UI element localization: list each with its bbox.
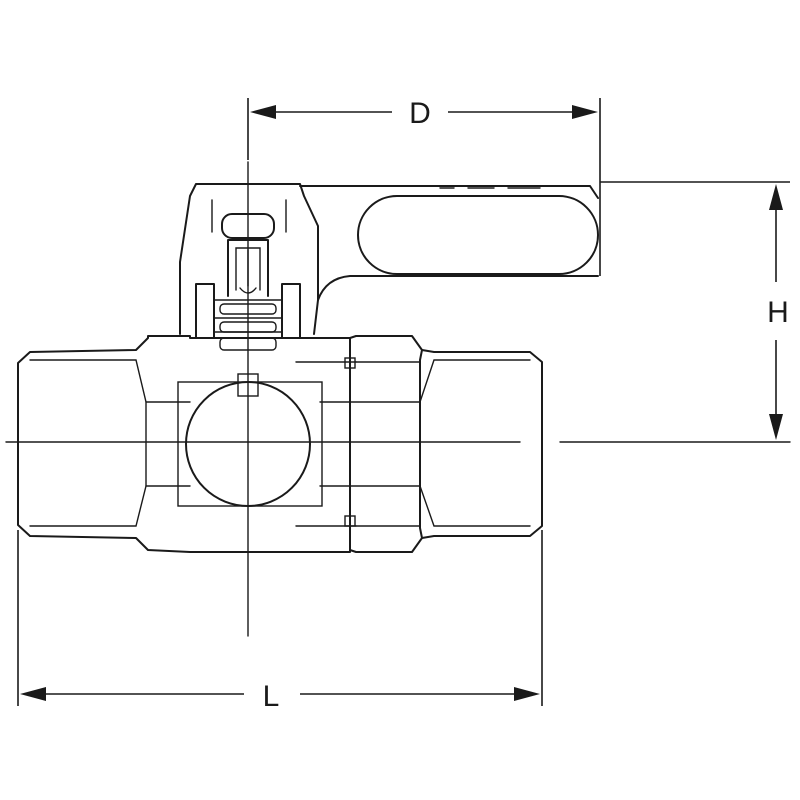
dimension-h: H	[600, 181, 790, 440]
dimension-l: L	[17, 530, 543, 713]
handle-head	[179, 183, 319, 335]
handle-arm	[299, 185, 599, 199]
dimension-d: D	[247, 97, 601, 276]
left-bore	[29, 359, 147, 527]
ball-chamber	[177, 381, 323, 507]
center-lines	[5, 161, 791, 637]
dimension-h-label: H	[767, 296, 789, 329]
valve-body	[17, 335, 543, 553]
dimension-d-label: D	[409, 97, 431, 130]
seal-lower	[344, 515, 356, 527]
dimension-l-label: L	[263, 680, 280, 713]
lever-handle	[179, 183, 599, 335]
left-end-outline	[17, 335, 351, 553]
right-bore	[419, 359, 531, 527]
union-nut	[349, 335, 423, 553]
bonnet	[195, 283, 215, 339]
seal-upper	[344, 357, 356, 369]
handle-grip	[357, 195, 599, 275]
right-end-outline	[421, 349, 543, 539]
